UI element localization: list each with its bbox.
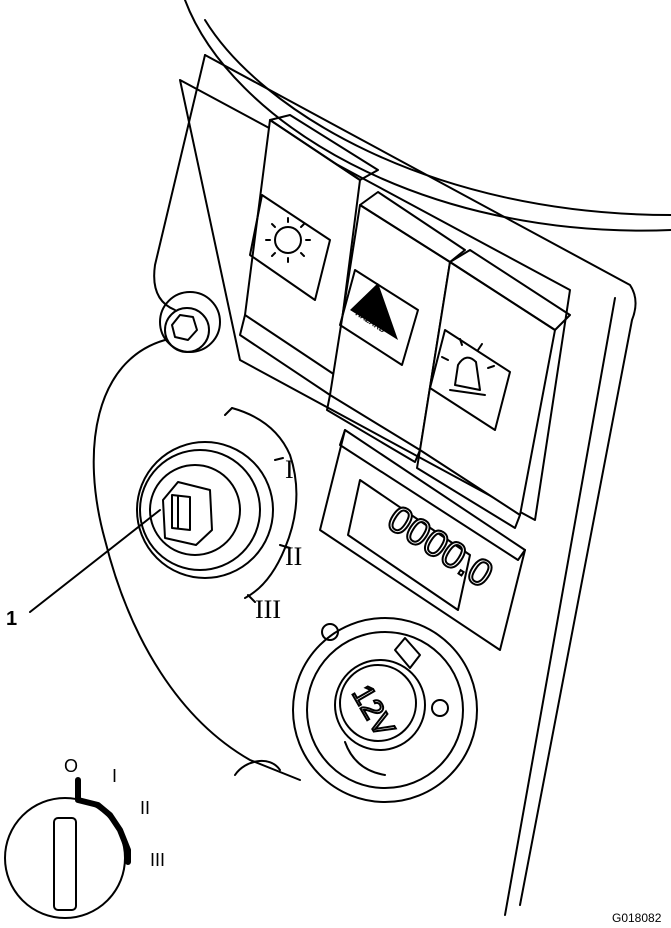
console-panel-edge: [504, 297, 616, 916]
beacon-light-switch[interactable]: [416, 249, 571, 529]
switch-bay: [179, 79, 571, 521]
dashboard-outline: [184, 0, 671, 232]
key-legend: [4, 777, 131, 919]
callout-leader-line: [29, 509, 161, 613]
ignition-position-3: III: [255, 595, 281, 624]
lower-bezel-curve: [234, 760, 281, 776]
legend-position-1: I: [112, 766, 117, 786]
figure-code: G018082: [612, 911, 662, 925]
beacon-light-icon: [441, 338, 495, 396]
work-light-icon: [265, 217, 311, 263]
lower-bezel: [92, 339, 301, 781]
power-socket[interactable]: [292, 617, 478, 803]
ignition-position-1: I: [285, 455, 294, 484]
panel-bolt: [159, 291, 221, 353]
callout-number-1: 1: [6, 608, 17, 630]
dashboard-outline-inner: [204, 19, 671, 216]
ignition-position-2: II: [285, 542, 302, 571]
hour-meter: [319, 429, 526, 651]
console-left-edge: [153, 54, 206, 311]
console-panel: [204, 54, 637, 906]
legend-position-off: O: [64, 756, 78, 776]
work-light-switch[interactable]: [239, 114, 379, 396]
ignition-switch[interactable]: [136, 407, 298, 603]
legend-position-3: III: [150, 850, 165, 870]
hazard-icon: [350, 283, 398, 340]
legend-position-2: II: [140, 798, 150, 818]
